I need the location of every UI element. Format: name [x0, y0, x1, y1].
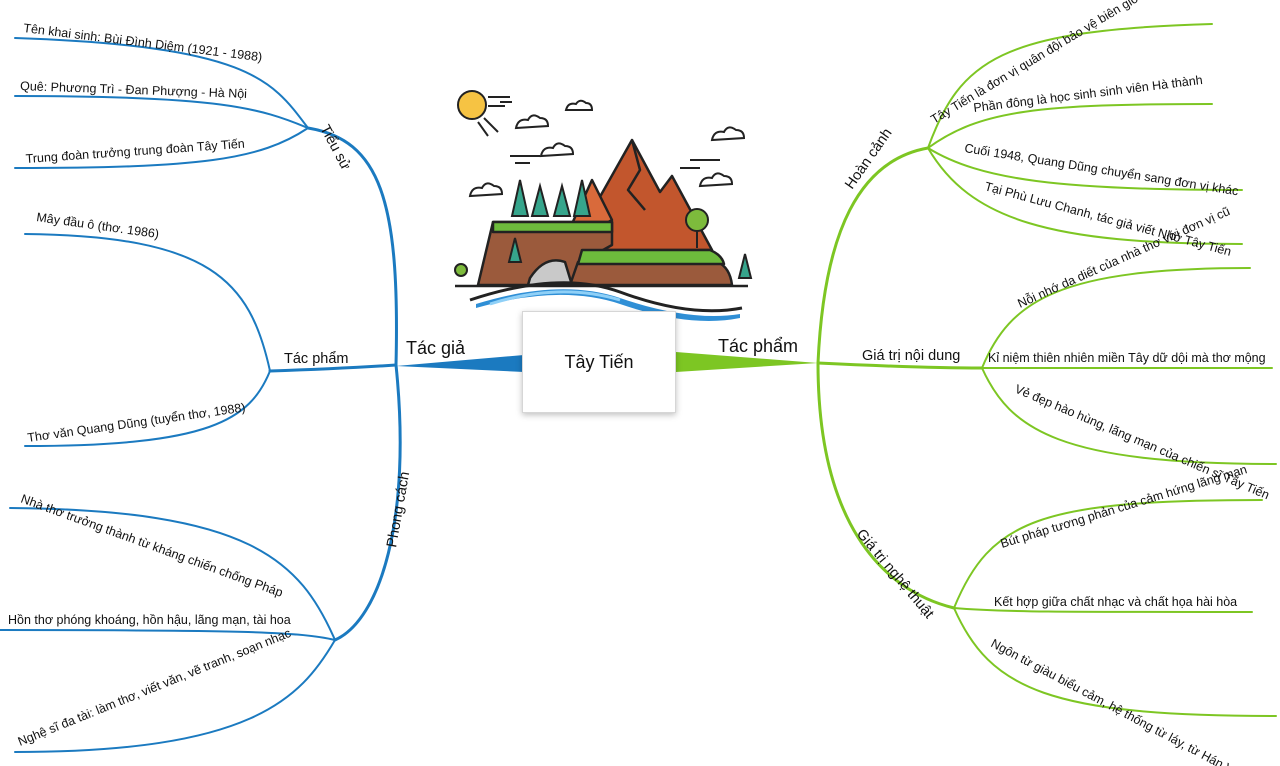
- cloud-icon: [468, 99, 746, 198]
- leaf-line: [14, 95, 309, 129]
- section-noi-dung: Giá trị nội dung: [862, 348, 960, 364]
- leaf-line: [981, 267, 1251, 369]
- section-nghe-thuat: Giá trị nghệ thuật: [853, 526, 937, 622]
- branch-nghe-thuat: [816, 361, 956, 610]
- leaf-line: [927, 103, 1213, 149]
- leaf-line: [24, 370, 271, 447]
- leaf-noi-dung-3: Vẻ đẹp hào hùng, lãng mạn của chiến sĩ T…: [1013, 382, 1272, 502]
- branch-hoan-canh: [816, 146, 930, 365]
- leaf-line: [927, 147, 1243, 191]
- section-phong-cach: Phong cách: [384, 470, 413, 548]
- leaf-line: [953, 607, 1253, 613]
- section-tac-pham-left: Tác phẩm: [284, 351, 348, 367]
- leaf-line: [14, 127, 309, 169]
- leaf-line: [927, 23, 1213, 149]
- branch-tieu-su: [306, 126, 398, 367]
- leaf-tieu-su-3: Trung đoàn trưởng trung đoàn Tây Tiến: [25, 137, 245, 166]
- leaf-phong-cach-3: Nghệ sĩ đa tài: làm thơ, viết văn, vẽ tr…: [16, 626, 293, 749]
- leaf-line: [24, 233, 271, 372]
- branch-phong-cach: [333, 363, 402, 642]
- leaf-tac-pham-2: Thơ văn Quang Dũng (tuyển thơ, 1988): [26, 400, 246, 444]
- leaf-tieu-su-1: Tên khai sinh: Bùi Đình Diệm (1921 - 198…: [23, 21, 263, 64]
- leaf-line: [953, 607, 1277, 717]
- leaf-nghe-thuat-1: Bút pháp tương phản của cảm hứng lãng mạ…: [999, 462, 1249, 551]
- section-tieu-su: Tiểu sử: [316, 122, 353, 173]
- central-topic-title: Tây Tiến: [564, 351, 634, 372]
- leaf-line: [927, 147, 1243, 245]
- central-topic[interactable]: Tây Tiến: [522, 311, 676, 413]
- leaf-tac-pham-1: Mây đầu ô (thơ. 1986): [36, 210, 160, 241]
- branch-tac-pham-left: [268, 363, 398, 373]
- leaf-line: [14, 639, 336, 753]
- right-branch-label: Tác phẩm: [718, 336, 798, 356]
- right-main-connector: [676, 352, 818, 372]
- leaf-nghe-thuat-3: Ngôn từ giàu biểu cảm, hệ thống từ láy, …: [989, 636, 1248, 766]
- leaf-nghe-thuat-2: Kết hợp giữa chất nhạc và chất họa hài h…: [994, 595, 1237, 609]
- leaf-line: [14, 37, 309, 129]
- branch-noi-dung: [816, 361, 984, 370]
- leaf-noi-dung-2: Kỉ niệm thiên nhiên miền Tây dữ dội mà t…: [988, 351, 1266, 365]
- sun-icon: [457, 90, 512, 137]
- tree-icon: [454, 179, 753, 279]
- mountain-illustration: [454, 90, 753, 321]
- leaf-line: [9, 507, 336, 641]
- left-branch-label: Tác giả: [406, 338, 466, 358]
- leaf-line: [953, 499, 1263, 609]
- leaf-line: [0, 629, 336, 641]
- left-main-connector: [396, 355, 524, 372]
- leaf-phong-cach-1: Nhà thơ trưởng thành từ kháng chiến chốn…: [19, 492, 285, 600]
- leaf-phong-cach-2: Hồn thơ phóng khoáng, hồn hậu, lãng mạn,…: [8, 613, 291, 627]
- leaf-line: [981, 367, 1277, 465]
